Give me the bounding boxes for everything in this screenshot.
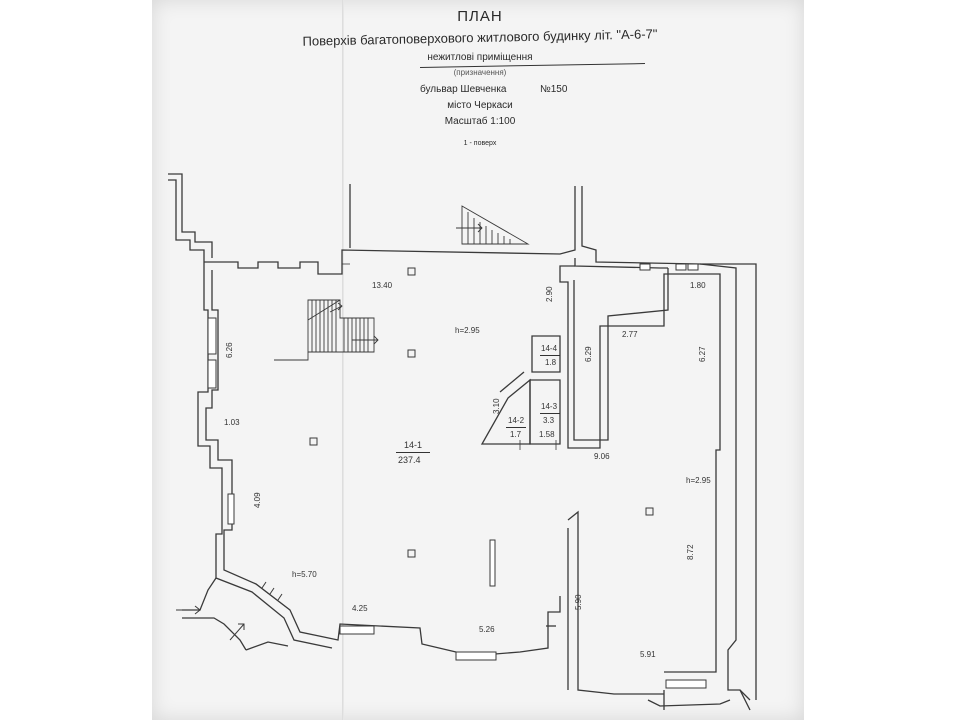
wall-segment xyxy=(574,258,668,269)
paper-fold xyxy=(342,0,344,720)
entrance-arrow xyxy=(176,605,201,615)
room-id: 14-4 xyxy=(541,344,558,353)
wall-segment xyxy=(455,624,549,657)
column-marker xyxy=(645,507,654,516)
room-divider xyxy=(540,413,560,414)
dim-label: 1.80 xyxy=(690,281,706,290)
dim-label: 1.58 xyxy=(539,430,555,439)
dim-label: 5.91 xyxy=(640,650,656,659)
window-marker xyxy=(687,263,699,271)
room-divider xyxy=(396,452,430,453)
street-number: №150 xyxy=(540,84,568,95)
wall-segment xyxy=(739,689,751,711)
window-marker xyxy=(665,679,707,689)
window-tick xyxy=(277,593,283,601)
window-marker xyxy=(207,359,217,389)
wall-segment xyxy=(647,699,731,707)
column-marker xyxy=(407,549,416,558)
wall-segment xyxy=(559,265,668,449)
room-id: 14-2 xyxy=(508,416,525,425)
column-marker xyxy=(407,349,416,358)
room-area: 1.8 xyxy=(545,358,557,367)
wall-segment xyxy=(531,335,561,373)
wall-segment xyxy=(182,617,247,651)
wall-segment xyxy=(499,371,525,393)
dim-label: 4.25 xyxy=(352,604,368,613)
wall-segment xyxy=(480,378,531,445)
dim-label: 13.40 xyxy=(372,281,393,290)
column-marker xyxy=(489,539,496,587)
plan-title: ПЛАН xyxy=(457,8,503,25)
room-area: 1.7 xyxy=(510,430,522,439)
window-marker xyxy=(639,263,651,271)
dim-label: 5.90 xyxy=(574,594,583,610)
street-name: бульвар Шевченка xyxy=(420,84,507,95)
wall-segment xyxy=(567,510,664,695)
dim-label: 9.06 xyxy=(594,452,610,461)
city-name: місто Черкаси xyxy=(447,100,513,111)
paper-sheet xyxy=(152,0,804,720)
purpose-note: (призначення) xyxy=(453,68,507,77)
wall-segment xyxy=(664,273,721,673)
dim-label: 6.27 xyxy=(698,346,707,362)
column-marker xyxy=(407,267,416,276)
window-marker xyxy=(675,263,687,271)
window-marker xyxy=(227,493,235,525)
window-tick xyxy=(269,587,275,595)
room-area: 3.3 xyxy=(543,416,555,425)
dim-label: 4.09 xyxy=(253,492,262,508)
room-divider xyxy=(506,427,526,428)
stair-arrow xyxy=(456,223,483,233)
room-divider xyxy=(540,355,560,356)
wall-segment xyxy=(255,583,291,611)
dim-label: 3.10 xyxy=(492,398,501,414)
entrance-arrow xyxy=(229,623,245,641)
dim-label: 6.29 xyxy=(584,346,593,362)
wall-segment xyxy=(168,179,205,262)
window-tick xyxy=(261,581,267,589)
scale-label: Масштаб 1:100 xyxy=(444,116,516,127)
dim-label: 5.26 xyxy=(479,625,495,634)
dim-label: 8.72 xyxy=(686,544,695,560)
wall-segment xyxy=(573,268,669,441)
wall-segment xyxy=(168,173,213,258)
room-area: 237.4 xyxy=(398,455,421,465)
wall-segment xyxy=(547,596,561,624)
dim-label: 2.90 xyxy=(545,286,554,302)
wall-segment xyxy=(581,186,757,272)
stair-diagonal xyxy=(307,299,341,321)
dim-label: h=2.95 xyxy=(686,476,711,485)
dim-label: 2.77 xyxy=(622,330,638,339)
stair-arrow xyxy=(329,302,343,313)
wall-segment xyxy=(341,186,576,258)
floor-label: 1 - поверх xyxy=(463,140,497,147)
window-marker xyxy=(207,317,217,355)
dim-label: 1.03 xyxy=(224,418,240,427)
window-marker xyxy=(339,625,375,635)
dim-label: h=2.95 xyxy=(455,326,480,335)
window-marker xyxy=(455,651,497,661)
wall-segment xyxy=(274,352,309,361)
staircase-outline xyxy=(461,205,530,245)
dim-label: 6.26 xyxy=(225,342,234,358)
room-id: 14-1 xyxy=(404,440,423,450)
use-type: нежитлові приміщення xyxy=(427,52,533,63)
room-id: 14-3 xyxy=(541,402,558,411)
wall-segment xyxy=(182,577,217,611)
wall-segment xyxy=(245,641,289,651)
stair-arrow xyxy=(352,335,379,345)
wall-segment xyxy=(204,258,343,275)
column-marker xyxy=(309,437,318,446)
dim-label: h=5.70 xyxy=(292,570,317,579)
